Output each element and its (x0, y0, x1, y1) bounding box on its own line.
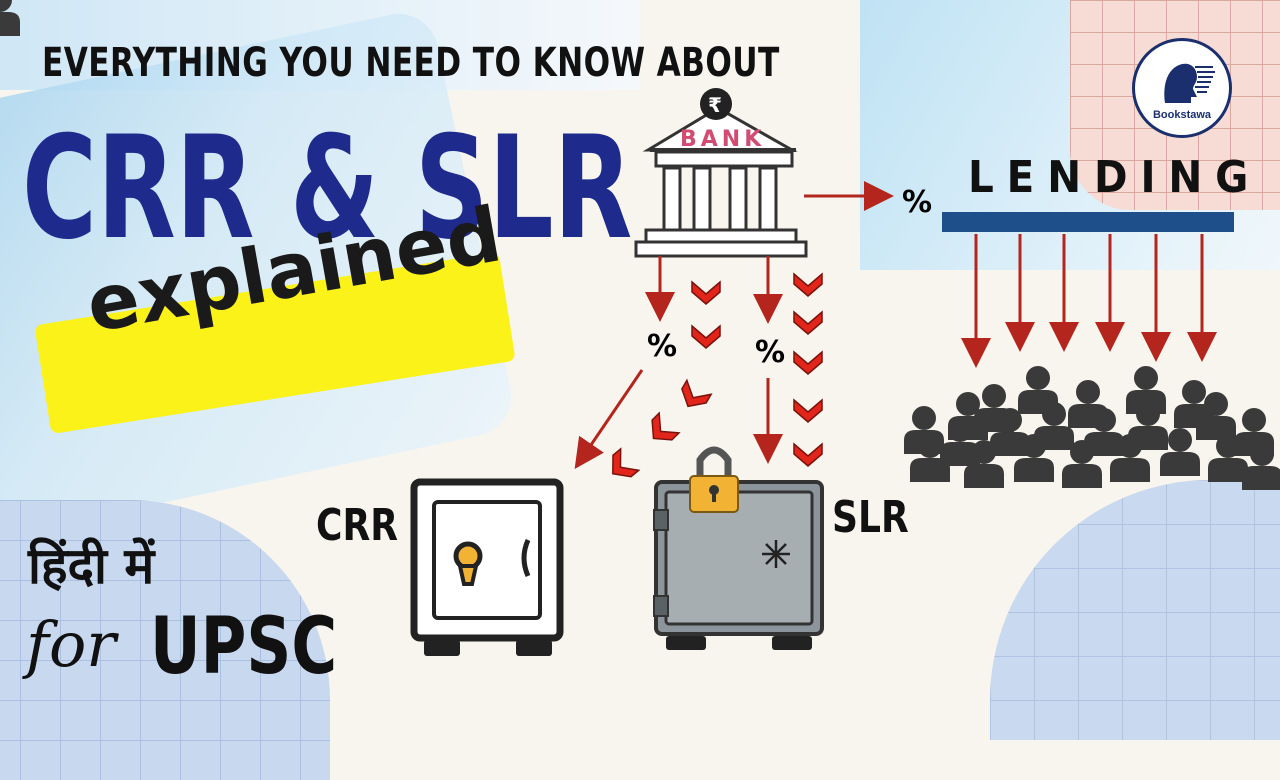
rupee-symbol: ₹ (708, 93, 722, 117)
slr-chevron-trail (793, 273, 823, 467)
lending-label: LENDING (968, 152, 1262, 203)
lending-percent: % (902, 185, 932, 220)
vault-icon (653, 480, 824, 650)
safe-icon (410, 478, 564, 656)
headline-subtitle: EVERYTHING YOU NEED TO KNOW ABOUT (42, 40, 780, 86)
slr-label: SLR (832, 492, 909, 543)
rupee-coin-icon: ₹ (700, 88, 732, 120)
lending-down-arrows (961, 234, 1217, 368)
background-pink-grid (1070, 0, 1280, 210)
for-text: for (26, 608, 116, 681)
crr-percent: % (647, 329, 677, 364)
hindi-text: हिंदी में (28, 537, 155, 595)
main-title: CRR & SLR (22, 106, 633, 271)
padlock-icon (689, 446, 739, 513)
lending-bar (942, 212, 1234, 232)
crr-label: CRR (316, 500, 399, 551)
crr-arrow-to-safe (574, 369, 644, 469)
logo-brand-text: Bookstawa (1152, 109, 1212, 121)
diagram-canvas: BANK ₹ % % % (0, 0, 1280, 656)
bank-label: BANK (680, 127, 765, 152)
slr-percent: % (755, 335, 785, 370)
logo-icon[interactable]: Bookstawa (1132, 38, 1232, 138)
exam-text: UPSC (150, 602, 338, 692)
crowd-icon (0, 0, 1280, 490)
bank-icon: BANK (634, 106, 808, 258)
